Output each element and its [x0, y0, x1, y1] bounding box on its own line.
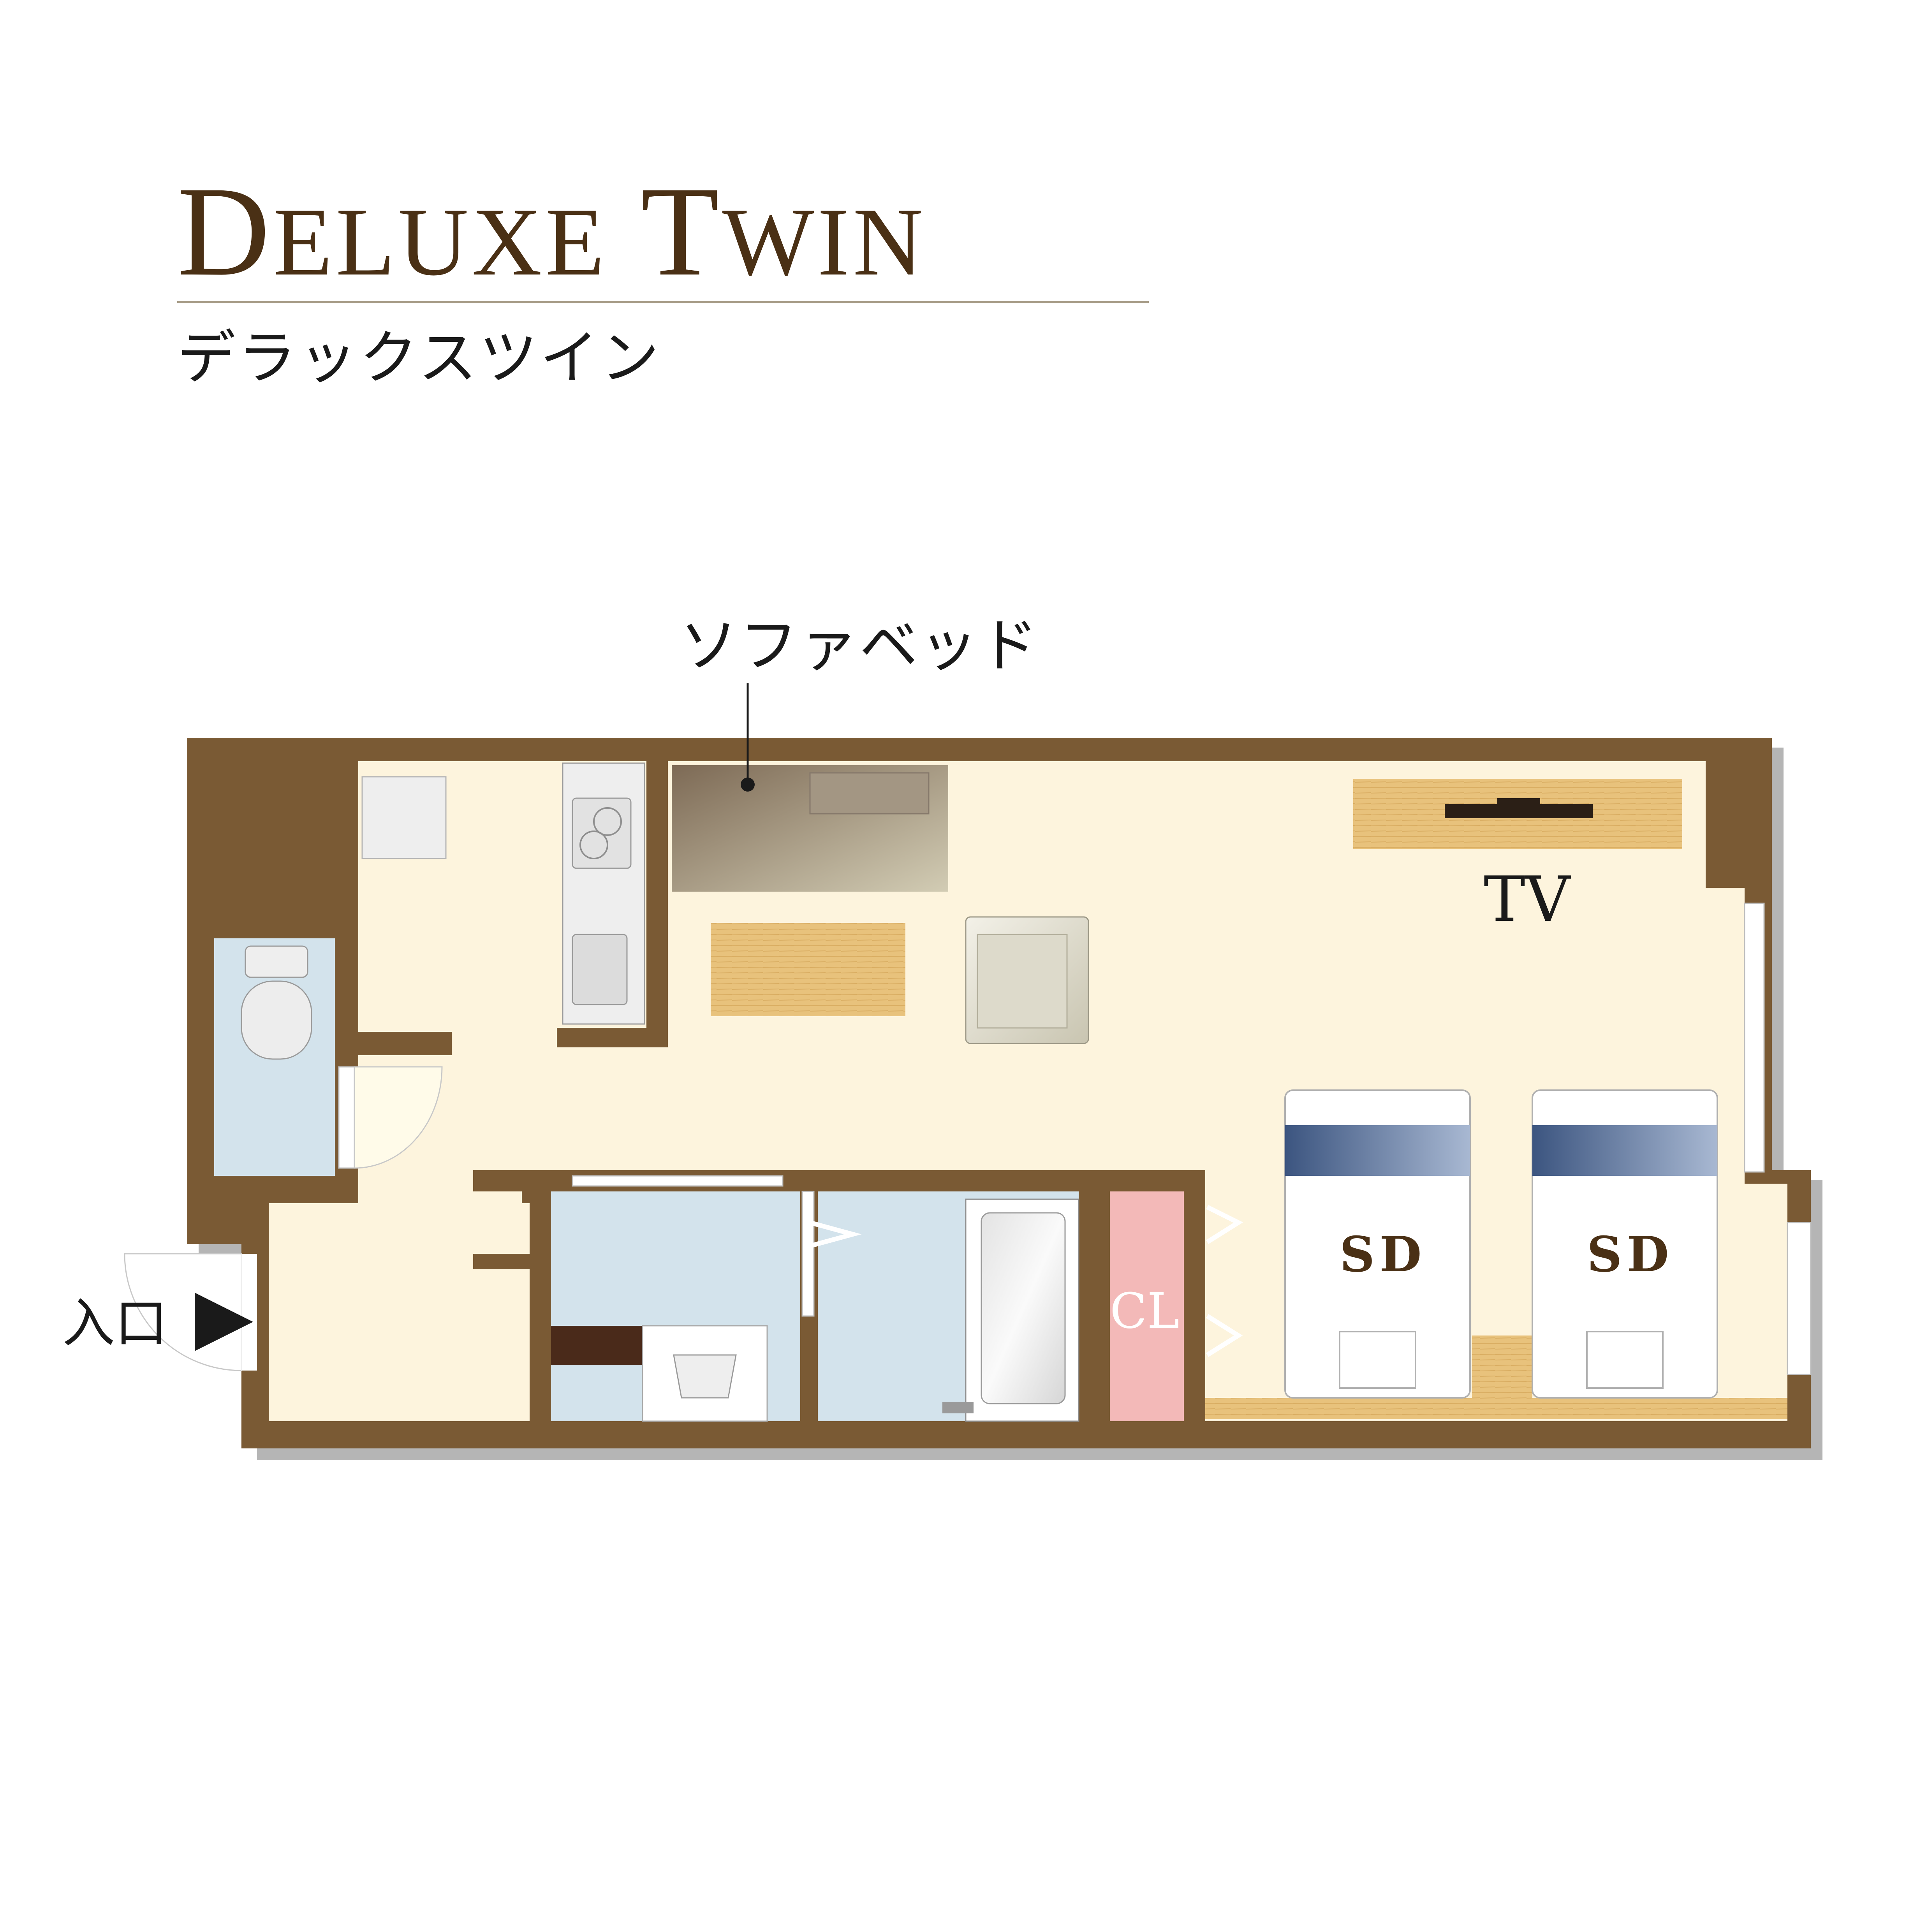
sofa-bed-leader-dot: [741, 778, 755, 792]
entrance-arrow-icon: [195, 1293, 253, 1351]
wall-vertical-3: [1184, 1170, 1205, 1448]
label-tv: TV: [1484, 863, 1571, 936]
kitchen-counter: [562, 762, 645, 1025]
page-subtitle: デラックスツイン: [177, 324, 662, 392]
coffee-table: [711, 923, 905, 1016]
label-sofa-bed: ソファベッド: [680, 612, 1039, 680]
washroom-cabinet: [551, 1326, 643, 1365]
page-title: DELUXE TWIN: [177, 167, 926, 296]
window-upper: [1744, 903, 1765, 1173]
label-entrance: 入口: [62, 1293, 167, 1354]
wall-toilet-stub: [335, 1032, 452, 1055]
sofa-bed: [672, 765, 948, 892]
label-bed-2: SD: [1587, 1226, 1674, 1283]
floor-entrance: [269, 1203, 530, 1421]
bathtub-icon: [942, 1198, 1079, 1422]
bathroom-door: [809, 1220, 862, 1248]
fridge: [361, 776, 447, 859]
washroom-divider: [801, 1191, 815, 1317]
label-bed-1: SD: [1340, 1226, 1426, 1283]
stove-icon: [572, 797, 632, 869]
wall-vertical-2: [1079, 1170, 1100, 1448]
wall-kitchen-right: [646, 761, 668, 1034]
bench: [1205, 1398, 1787, 1419]
closet-door-bottom: [1206, 1314, 1243, 1357]
label-closet: CL: [1110, 1283, 1180, 1339]
closet-door-top: [1206, 1205, 1243, 1244]
bed-2: [1532, 1089, 1718, 1399]
wall-vertical-1: [530, 1170, 551, 1448]
title-text: DELUXE TWIN: [177, 160, 926, 303]
sink-icon: [642, 1325, 768, 1422]
armchair: [965, 916, 1089, 1044]
tv-base: [1497, 798, 1540, 808]
closet: [1110, 1191, 1184, 1421]
nightstand: [1472, 1336, 1532, 1400]
toilet-door: [338, 1066, 443, 1169]
bed-1: [1284, 1089, 1471, 1399]
toilet-icon: [241, 945, 312, 1060]
kitchen-sink: [572, 934, 628, 1005]
sliding-door: [572, 1175, 784, 1187]
wall-toilet-right: [335, 761, 358, 1049]
title-divider: [177, 301, 1149, 303]
window-lower: [1787, 1222, 1812, 1375]
wall-kitchen-bottom: [557, 1028, 668, 1047]
